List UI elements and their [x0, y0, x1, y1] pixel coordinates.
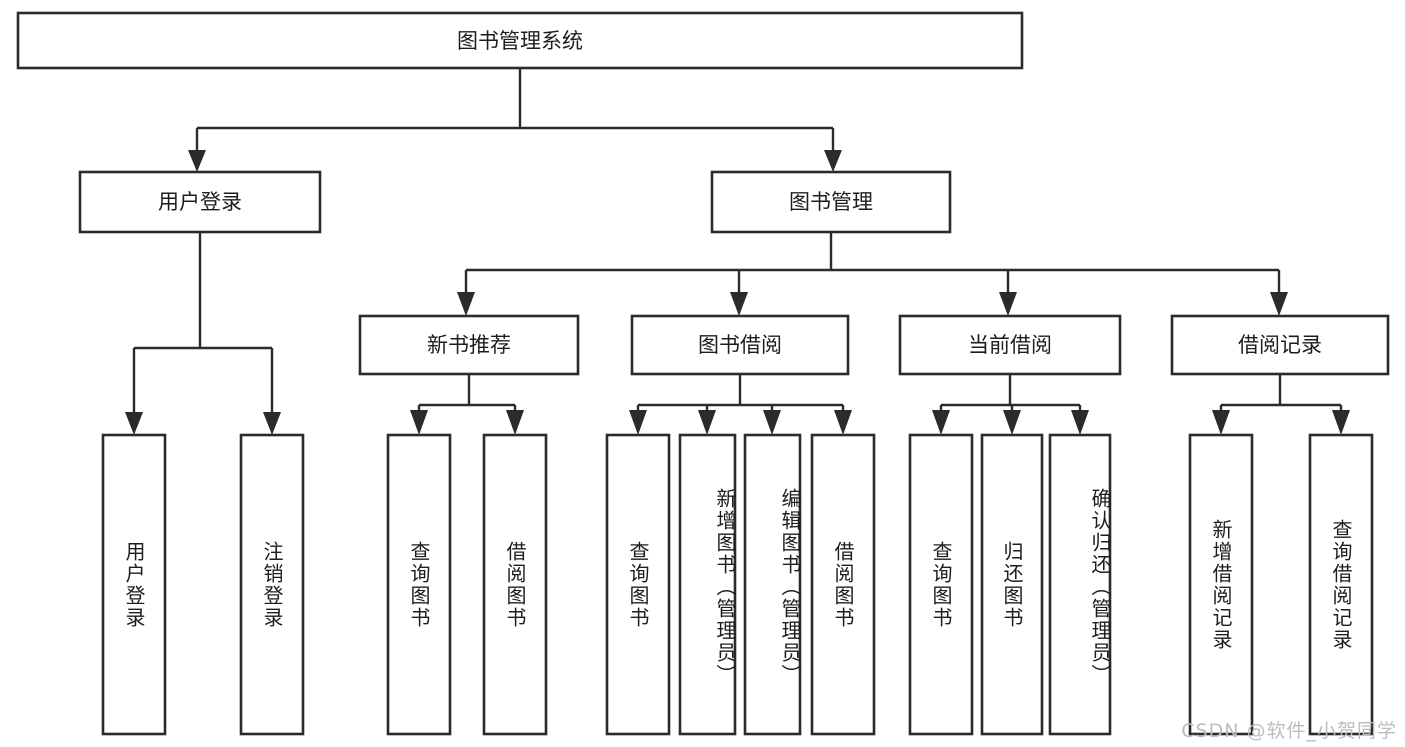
arrow-books-child-2: [730, 292, 748, 316]
arrow-borrow-leaf-2: [698, 410, 716, 435]
leaf-box-user-login[interactable]: [101, 433, 167, 736]
leaf-box-query-borrow-record[interactable]: [1308, 433, 1374, 736]
node-new-book-recommend-box[interactable]: [358, 314, 580, 376]
node-root-box[interactable]: [16, 11, 1024, 70]
node-user-login[interactable]: 用户登录: [78, 170, 322, 234]
leaf-box-borrow-book-recommend[interactable]: [482, 433, 548, 736]
node-book-borrow[interactable]: 图书借阅: [630, 314, 850, 376]
leaf-box-query-book-recommend[interactable]: [386, 433, 452, 736]
leaf-box-logout[interactable]: [239, 433, 305, 736]
node-borrow-record[interactable]: 借阅记录: [1170, 314, 1390, 376]
leaf-box-return-book[interactable]: [980, 433, 1044, 736]
node-book-management[interactable]: 图书管理: [710, 170, 952, 234]
node-current-borrow[interactable]: 当前借阅: [898, 314, 1122, 376]
node-current-borrow-label: 当前借阅: [968, 333, 1052, 357]
node-new-book-recommend-label: 新书推荐: [427, 333, 511, 357]
arrow-borrow-leaf-1: [629, 410, 647, 435]
arrow-books-child-1: [457, 292, 475, 316]
arrow-current-leaf-2: [1003, 410, 1021, 435]
leaf-box-query-book-current[interactable]: [908, 433, 974, 736]
csdn-watermark: CSDN @软件_小贺同学: [1181, 720, 1397, 742]
node-book-management-box[interactable]: [710, 170, 952, 234]
leaf-box-add-borrow-record[interactable]: [1188, 433, 1254, 736]
arrow-borrow-leaf-3: [763, 410, 781, 435]
node-borrow-record-label: 借阅记录: [1238, 333, 1322, 357]
arrow-record-leaf-2: [1332, 410, 1350, 435]
node-root-label: 图书管理系统: [457, 29, 583, 53]
arrow-recommend-leaf-1: [410, 410, 428, 435]
leaf-box-borrow-book[interactable]: [810, 433, 876, 736]
arrow-current-leaf-3: [1071, 410, 1089, 435]
leaf-box-edit-book-admin[interactable]: [743, 433, 802, 736]
node-book-management-label: 图书管理: [789, 190, 873, 214]
node-root[interactable]: 图书管理系统: [16, 11, 1024, 70]
arrow-login-leaf-1: [125, 412, 143, 435]
node-current-borrow-box[interactable]: [898, 314, 1122, 376]
node-borrow-record-box[interactable]: [1170, 314, 1390, 376]
arrow-login-leaf-2: [263, 412, 281, 435]
arrow-root-to-login: [188, 150, 206, 172]
arrow-books-child-4: [1270, 292, 1288, 316]
arrow-recommend-leaf-2: [506, 410, 524, 435]
node-new-book-recommend[interactable]: 新书推荐: [358, 314, 580, 376]
leaf-box-query-book-borrow[interactable]: [605, 433, 671, 736]
node-book-borrow-box[interactable]: [630, 314, 850, 376]
arrow-borrow-leaf-4: [834, 410, 852, 435]
leaf-box-add-book-admin[interactable]: [678, 433, 737, 736]
leaf-box-confirm-return-admin[interactable]: [1048, 433, 1112, 736]
node-book-borrow-label: 图书借阅: [698, 333, 782, 357]
arrow-record-leaf-1: [1212, 410, 1230, 435]
node-user-login-label: 用户登录: [158, 190, 242, 214]
arrow-current-leaf-1: [932, 410, 950, 435]
arrow-books-child-3: [999, 292, 1017, 316]
arrow-root-to-books: [824, 150, 842, 172]
